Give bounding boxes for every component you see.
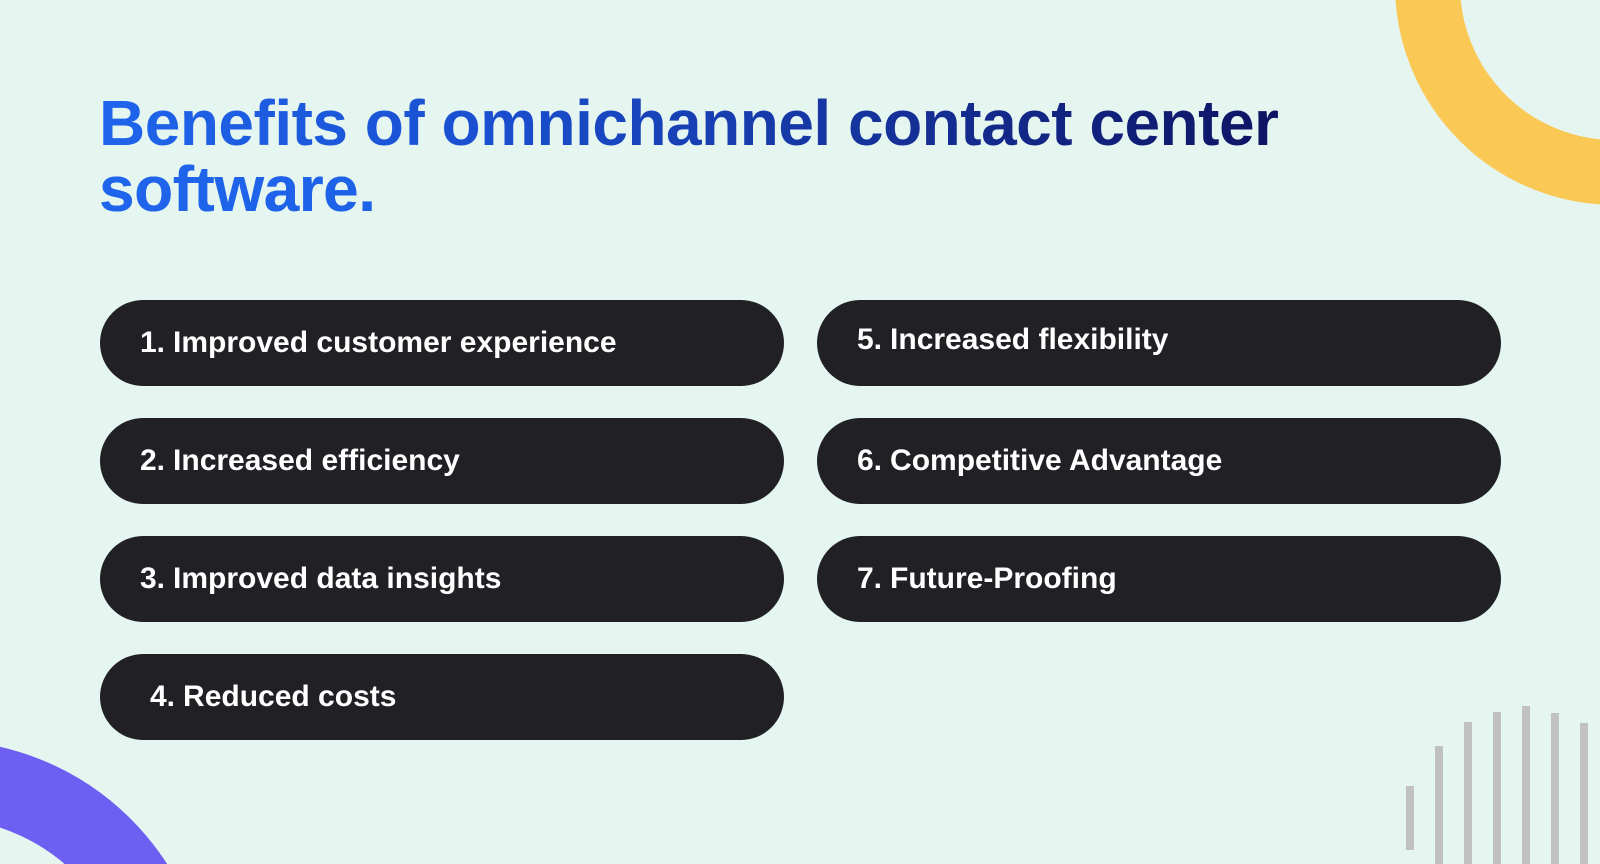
benefit-item-7: 7. Future-Proofing <box>817 536 1501 622</box>
benefit-number: 1. <box>140 326 166 359</box>
benefit-label: Competitive Advantage <box>890 444 1223 477</box>
benefit-number: 2. <box>140 444 166 477</box>
benefit-item-1: 1. Improved customer experience <box>100 300 784 386</box>
page-title: Benefits of omnichannel contact center s… <box>99 90 1399 222</box>
decorative-bar <box>1406 786 1414 850</box>
benefit-item-4: 4. Reduced costs <box>100 654 784 740</box>
decorative-yellow-ring <box>1395 0 1600 205</box>
decorative-bar <box>1522 706 1530 864</box>
decorative-bar <box>1551 713 1559 864</box>
benefit-item-5: 5. Increased flexibility <box>817 300 1501 386</box>
benefit-item-6: 6. Competitive Advantage <box>817 418 1501 504</box>
page-title-line2: software. <box>99 156 1399 222</box>
benefit-label: Reduced costs <box>183 680 397 713</box>
benefit-number: 6. <box>857 444 883 477</box>
decorative-bar <box>1464 722 1472 864</box>
benefit-item-3: 3. Improved data insights <box>100 536 784 622</box>
benefit-number: 5. <box>857 323 883 356</box>
benefit-number: 3. <box>140 562 166 595</box>
benefit-item-2: 2. Increased efficiency <box>100 418 784 504</box>
benefit-label: Improved customer experience <box>173 326 617 359</box>
benefit-label: Future-Proofing <box>890 562 1117 595</box>
benefit-label: Increased efficiency <box>173 444 460 477</box>
page-title-line1: Benefits of omnichannel contact center <box>99 87 1279 159</box>
benefit-number: 7. <box>857 562 883 595</box>
benefit-label: Improved data insights <box>173 562 502 595</box>
benefit-label: Increased flexibility <box>890 323 1169 356</box>
decorative-purple-ring <box>0 740 210 864</box>
decorative-bar <box>1493 712 1501 864</box>
decorative-bar <box>1435 746 1443 864</box>
benefit-number: 4. <box>150 680 176 713</box>
decorative-bar <box>1580 723 1588 864</box>
